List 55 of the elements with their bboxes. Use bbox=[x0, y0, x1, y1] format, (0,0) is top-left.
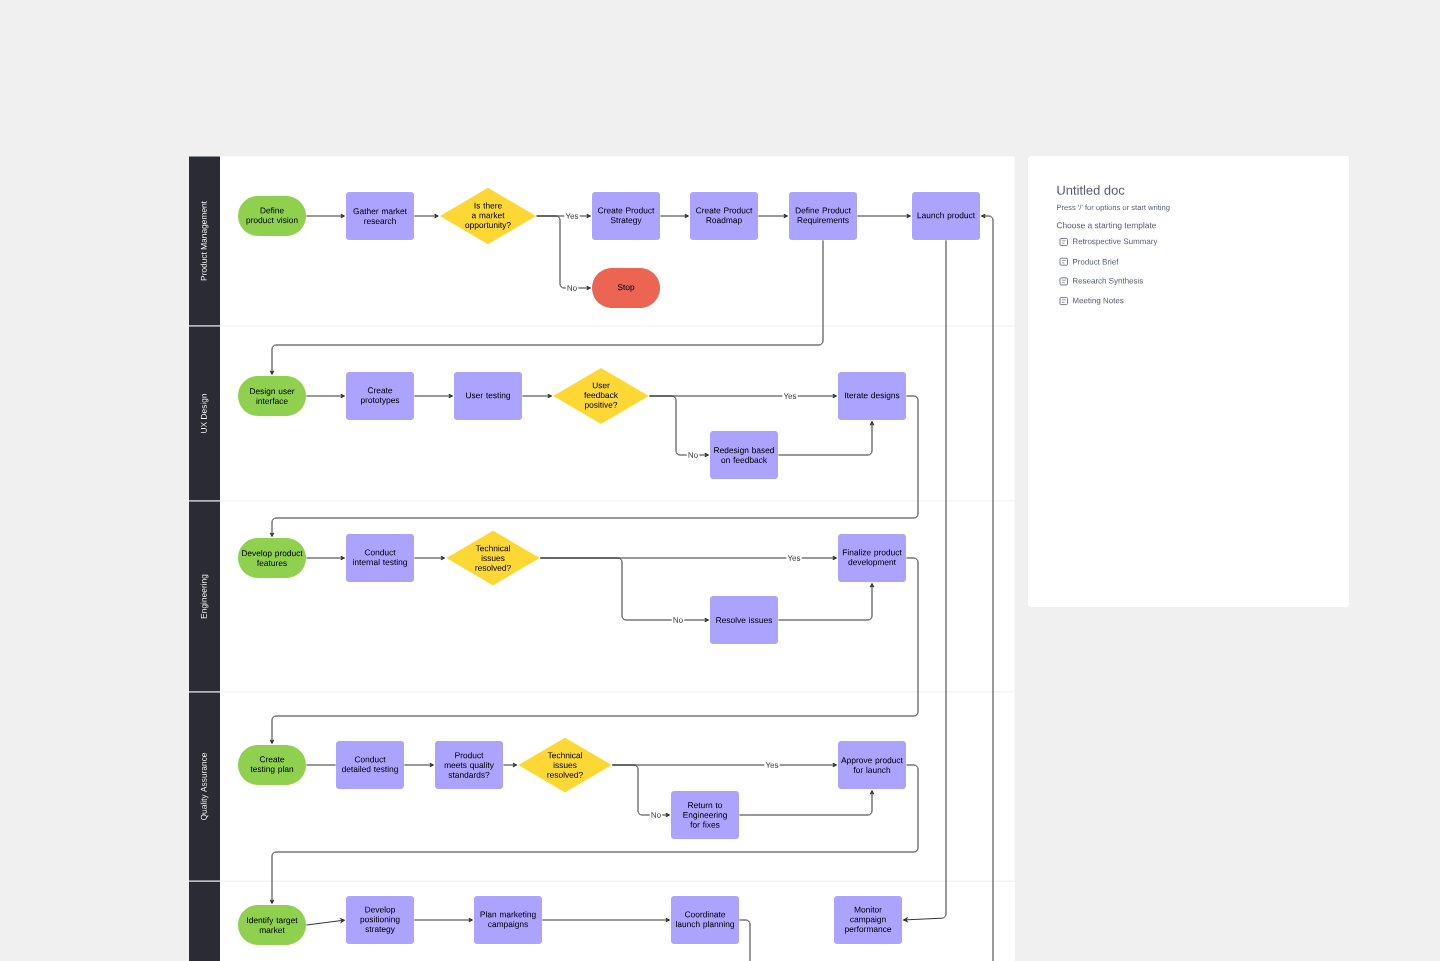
section-heading: Choose a starting template bbox=[1056, 222, 1157, 230]
arrow bbox=[903, 239, 947, 923]
start-terminal: Define product vision bbox=[238, 196, 306, 236]
doc-title: Untitled doc bbox=[1057, 185, 1125, 195]
arrow bbox=[757, 213, 788, 219]
process-box: Create prototypes bbox=[346, 372, 414, 420]
process-box: Finalize product development bbox=[838, 534, 906, 582]
process-box: Create Product Roadmap bbox=[690, 192, 758, 240]
process-box: Conduct internal testing bbox=[346, 534, 414, 582]
arrow bbox=[777, 583, 875, 621]
arrow bbox=[305, 918, 345, 926]
arrow bbox=[305, 213, 345, 219]
process-box: Iterate designs bbox=[838, 372, 906, 420]
process-box: Create Product Strategy bbox=[592, 192, 660, 240]
process-box: Redesign based on feedback bbox=[710, 431, 778, 479]
process-box: Product meets quality standards? bbox=[435, 741, 503, 789]
arrow bbox=[269, 764, 919, 904]
arrow bbox=[536, 215, 591, 291]
arrow bbox=[403, 762, 434, 768]
arrow bbox=[611, 764, 670, 818]
process-box: Coordinate launch planning bbox=[671, 896, 739, 944]
arrow bbox=[413, 213, 439, 219]
process-box: Plan marketing campaigns bbox=[474, 896, 542, 944]
start-terminal: Develop product features bbox=[238, 538, 306, 578]
process-box: Monitor campaign performance bbox=[834, 896, 902, 944]
arrow bbox=[269, 395, 919, 537]
arrow bbox=[856, 213, 911, 219]
arrow bbox=[981, 213, 994, 961]
process-box: Resolve issues bbox=[710, 596, 778, 644]
process-box: Develop positioning strategy bbox=[346, 896, 414, 944]
process-box: Conduct detailed testing bbox=[336, 741, 404, 789]
arrow bbox=[541, 917, 670, 923]
arrow bbox=[305, 555, 345, 561]
arrow bbox=[502, 762, 518, 768]
arrow bbox=[659, 213, 689, 219]
arrow bbox=[539, 557, 709, 623]
arrow bbox=[413, 917, 473, 923]
arrow bbox=[521, 393, 552, 399]
end-terminal: Stop bbox=[592, 268, 660, 308]
arrow bbox=[738, 790, 875, 816]
process-box: Gather market research bbox=[346, 192, 414, 240]
arrow bbox=[413, 393, 453, 399]
start-terminal: Create testing plan bbox=[238, 745, 306, 785]
arrow bbox=[413, 555, 446, 561]
start-terminal: Design user interface bbox=[238, 376, 306, 416]
process-box: Return to Engineering for fixes bbox=[671, 791, 739, 839]
arrow bbox=[269, 239, 824, 375]
process-box: User testing bbox=[454, 372, 522, 420]
arrow bbox=[648, 395, 709, 458]
start-terminal: Identify target market bbox=[238, 905, 306, 945]
process-box: Approve product for launch bbox=[838, 741, 906, 789]
arrow bbox=[305, 393, 345, 399]
process-box: Define Product Requirements bbox=[789, 192, 857, 240]
arrow bbox=[777, 421, 875, 456]
process-box: Launch product bbox=[912, 192, 980, 240]
